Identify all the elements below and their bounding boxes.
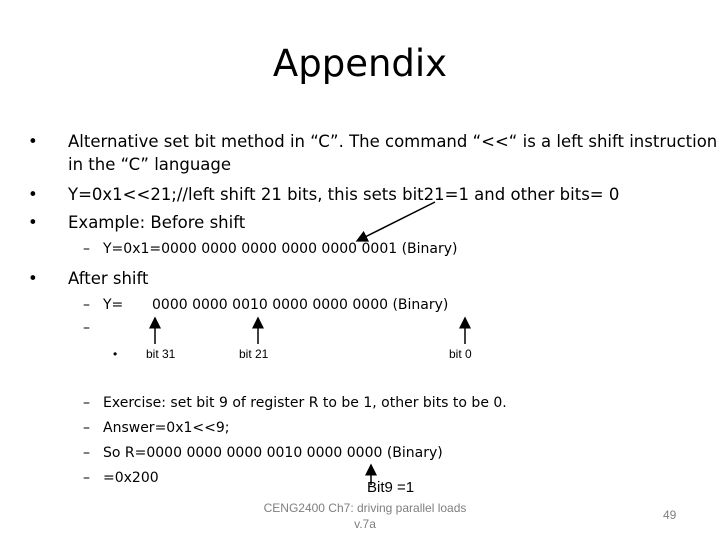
bit-label-bullet: • [113,347,118,361]
bullet-text-4: After shift [68,269,149,288]
sub-dash: – [83,470,90,486]
bit9-label: Bit9 =1 [367,479,415,496]
page-number: 49 [663,508,677,522]
bullet-marker: • [28,185,38,204]
sub-dash: – [83,320,90,336]
sub-dash: – [83,445,90,461]
sub-dash: – [83,420,90,436]
exercise-text: Exercise: set bit 9 of register R to be … [103,395,507,411]
bullet-text-3: Example: Before shift [68,213,246,232]
bullet-marker: • [28,132,38,151]
bullet-text-1b: in the “C” language [68,155,232,174]
answer-text: Answer=0x1<<9; [103,420,230,436]
sub-dash: – [83,297,90,313]
hex-result-text: =0x200 [103,470,159,486]
bullet-marker: • [28,213,38,232]
after-shift-label: Y= [103,297,124,313]
footer-line-1: CENG2400 Ch7: driving parallel loads [263,501,467,515]
bit-21-label: bit 21 [239,347,269,361]
bullet-text-1a: Alternative set bit method in “C”. The c… [68,132,718,151]
after-shift-value: 0000 0000 0010 0000 0000 0000 (Binary) [152,297,449,313]
arrow-to-before-value [355,201,436,242]
before-shift-value: Y=0x1=0000 0000 0000 0000 0000 0001 (Bin… [103,241,458,257]
sub-dash: – [83,241,90,257]
bullet-marker: • [28,269,38,288]
register-value-text: So R=0000 0000 0000 0010 0000 0000 (Bina… [103,445,443,461]
bit-31-label: bit 31 [146,347,176,361]
footer-line-2: v.7a [354,517,376,531]
bit-0-label: bit 0 [449,347,472,361]
bullet-text-2: Y=0x1<<21;//left shift 21 bits, this set… [68,185,620,204]
slide-title: Appendix [272,42,448,85]
sub-dash: – [83,395,90,411]
